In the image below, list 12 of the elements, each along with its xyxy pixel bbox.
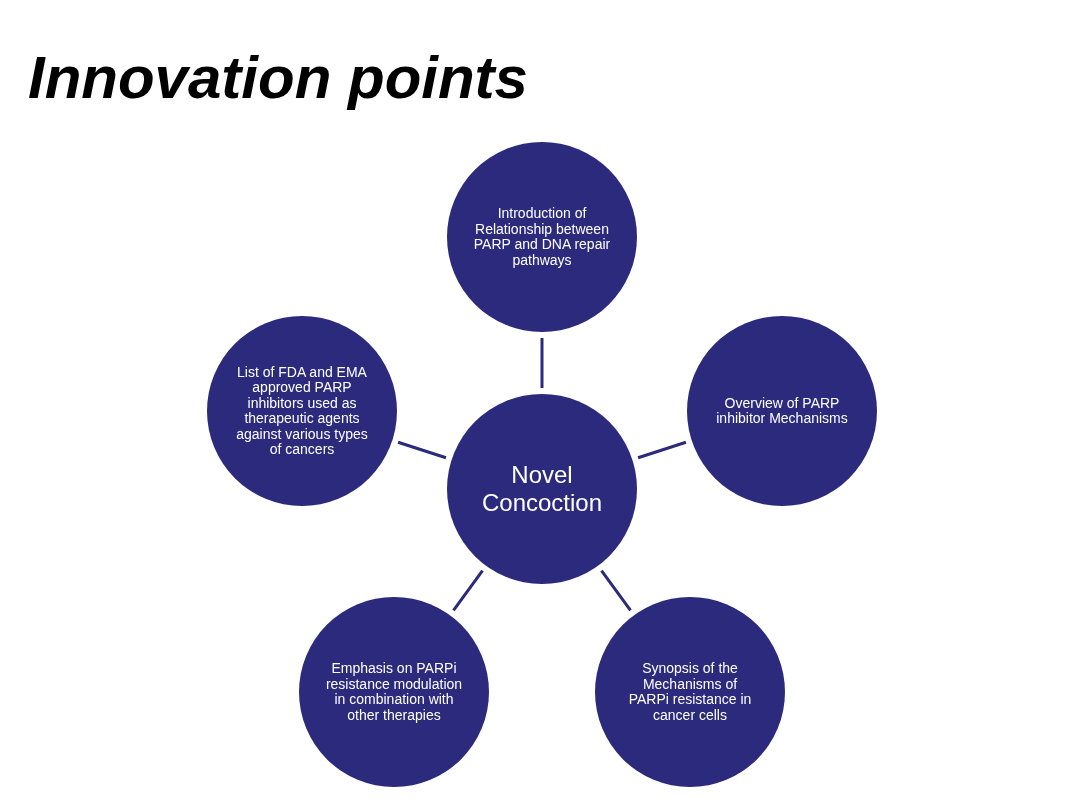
topic-text: List of FDA and EMA approved PARP inhibitors used as therapeutic agents against various types of cancers <box>235 364 369 458</box>
topic-text: Novel Concoction <box>480 461 604 517</box>
connector-line <box>600 569 632 612</box>
connector-line <box>540 338 544 388</box>
topic-text: Emphasis on PARPi resistance modulation in combination with other therapies <box>325 661 463 723</box>
connector-line <box>452 569 484 612</box>
topic-text: Introduction of Relationship between PARP and DNA repair pathways <box>473 206 611 268</box>
slide-title: Innovation points <box>28 43 528 113</box>
connector-line <box>397 440 447 460</box>
connector-line <box>637 440 687 460</box>
topic-text: Overview of PARP inhibitor Mechanisms <box>715 395 849 427</box>
topic-text: Synopsis of the Mechanisms of PARPi resistance in cancer cells <box>627 661 753 723</box>
